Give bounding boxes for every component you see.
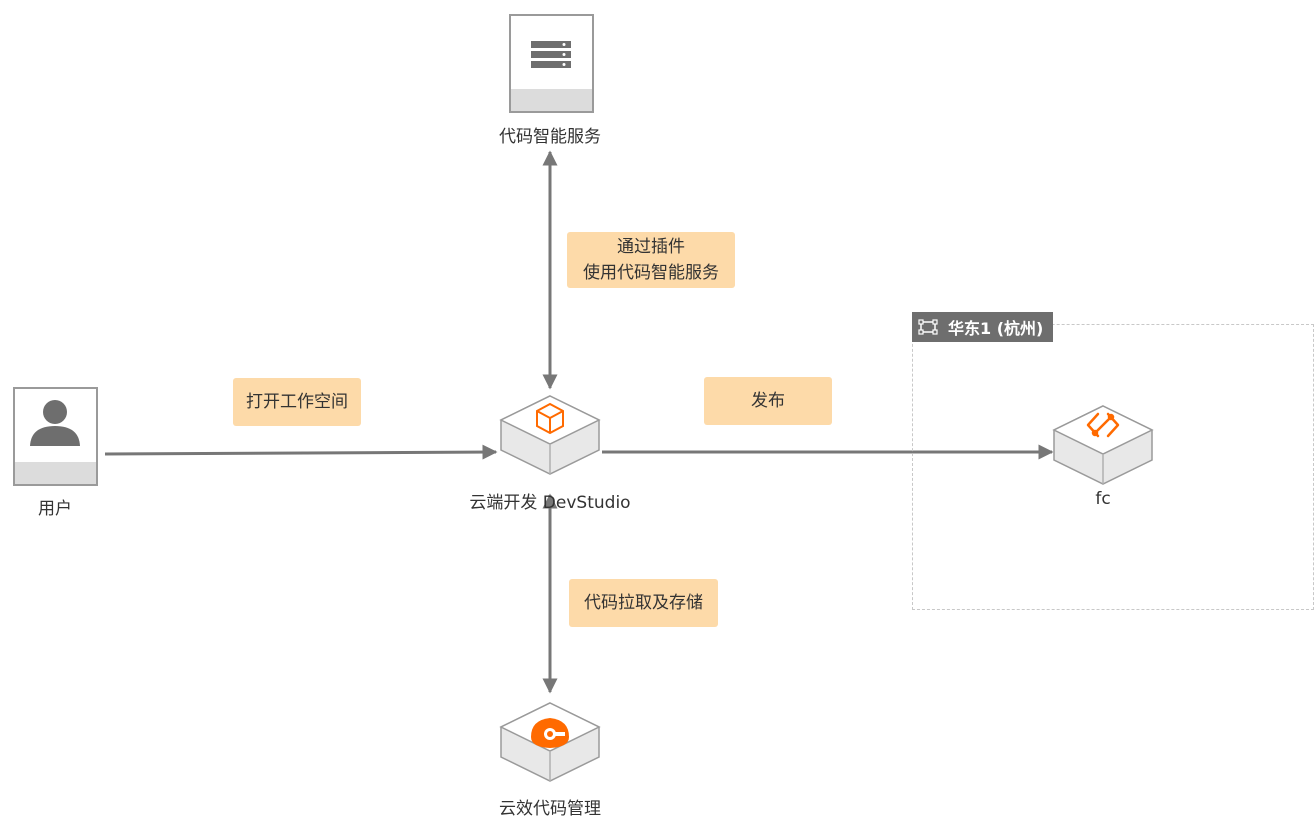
region-icon	[918, 319, 938, 335]
edge-tag-open-workspace: 打开工作空间	[233, 378, 361, 426]
ai-service-label: 代码智能服务	[499, 127, 601, 147]
server-icon	[531, 41, 571, 68]
devstudio-node	[499, 395, 601, 475]
fc-node	[1052, 405, 1154, 485]
region-tab: 华东1 (杭州)	[912, 312, 1054, 342]
edge-tag-publish: 发布	[704, 377, 832, 425]
region-boundary	[912, 324, 1314, 610]
cube-icon	[536, 402, 564, 435]
devstudio-label: 云端开发 DevStudio	[469, 493, 631, 513]
user-node	[13, 387, 98, 486]
edge-tag-pull-store: 代码拉取及存储	[569, 579, 718, 627]
edge-user-to-devstudio	[104, 444, 498, 460]
edge-tag-pull-store-text: 代码拉取及存储	[584, 593, 703, 613]
ai-service-node	[509, 14, 594, 113]
codeup-label: 云效代码管理	[499, 799, 601, 819]
function-compute-icon	[1086, 412, 1120, 438]
region-label: 华东1 (杭州)	[948, 319, 1044, 338]
edge-tag-plugin-line2: 使用代码智能服务	[583, 263, 719, 283]
edge-tag-open-workspace-text: 打开工作空间	[246, 392, 348, 412]
codeup-icon	[531, 718, 569, 748]
edge-tag-plugin-line1: 通过插件	[617, 237, 685, 257]
person-icon	[30, 400, 80, 446]
edge-tag-publish-text: 发布	[751, 391, 785, 411]
user-label: 用户	[38, 499, 72, 519]
edge-tag-plugin: 通过插件 使用代码智能服务	[567, 232, 735, 288]
fc-label: fc	[1095, 489, 1111, 509]
codeup-node	[499, 702, 601, 782]
